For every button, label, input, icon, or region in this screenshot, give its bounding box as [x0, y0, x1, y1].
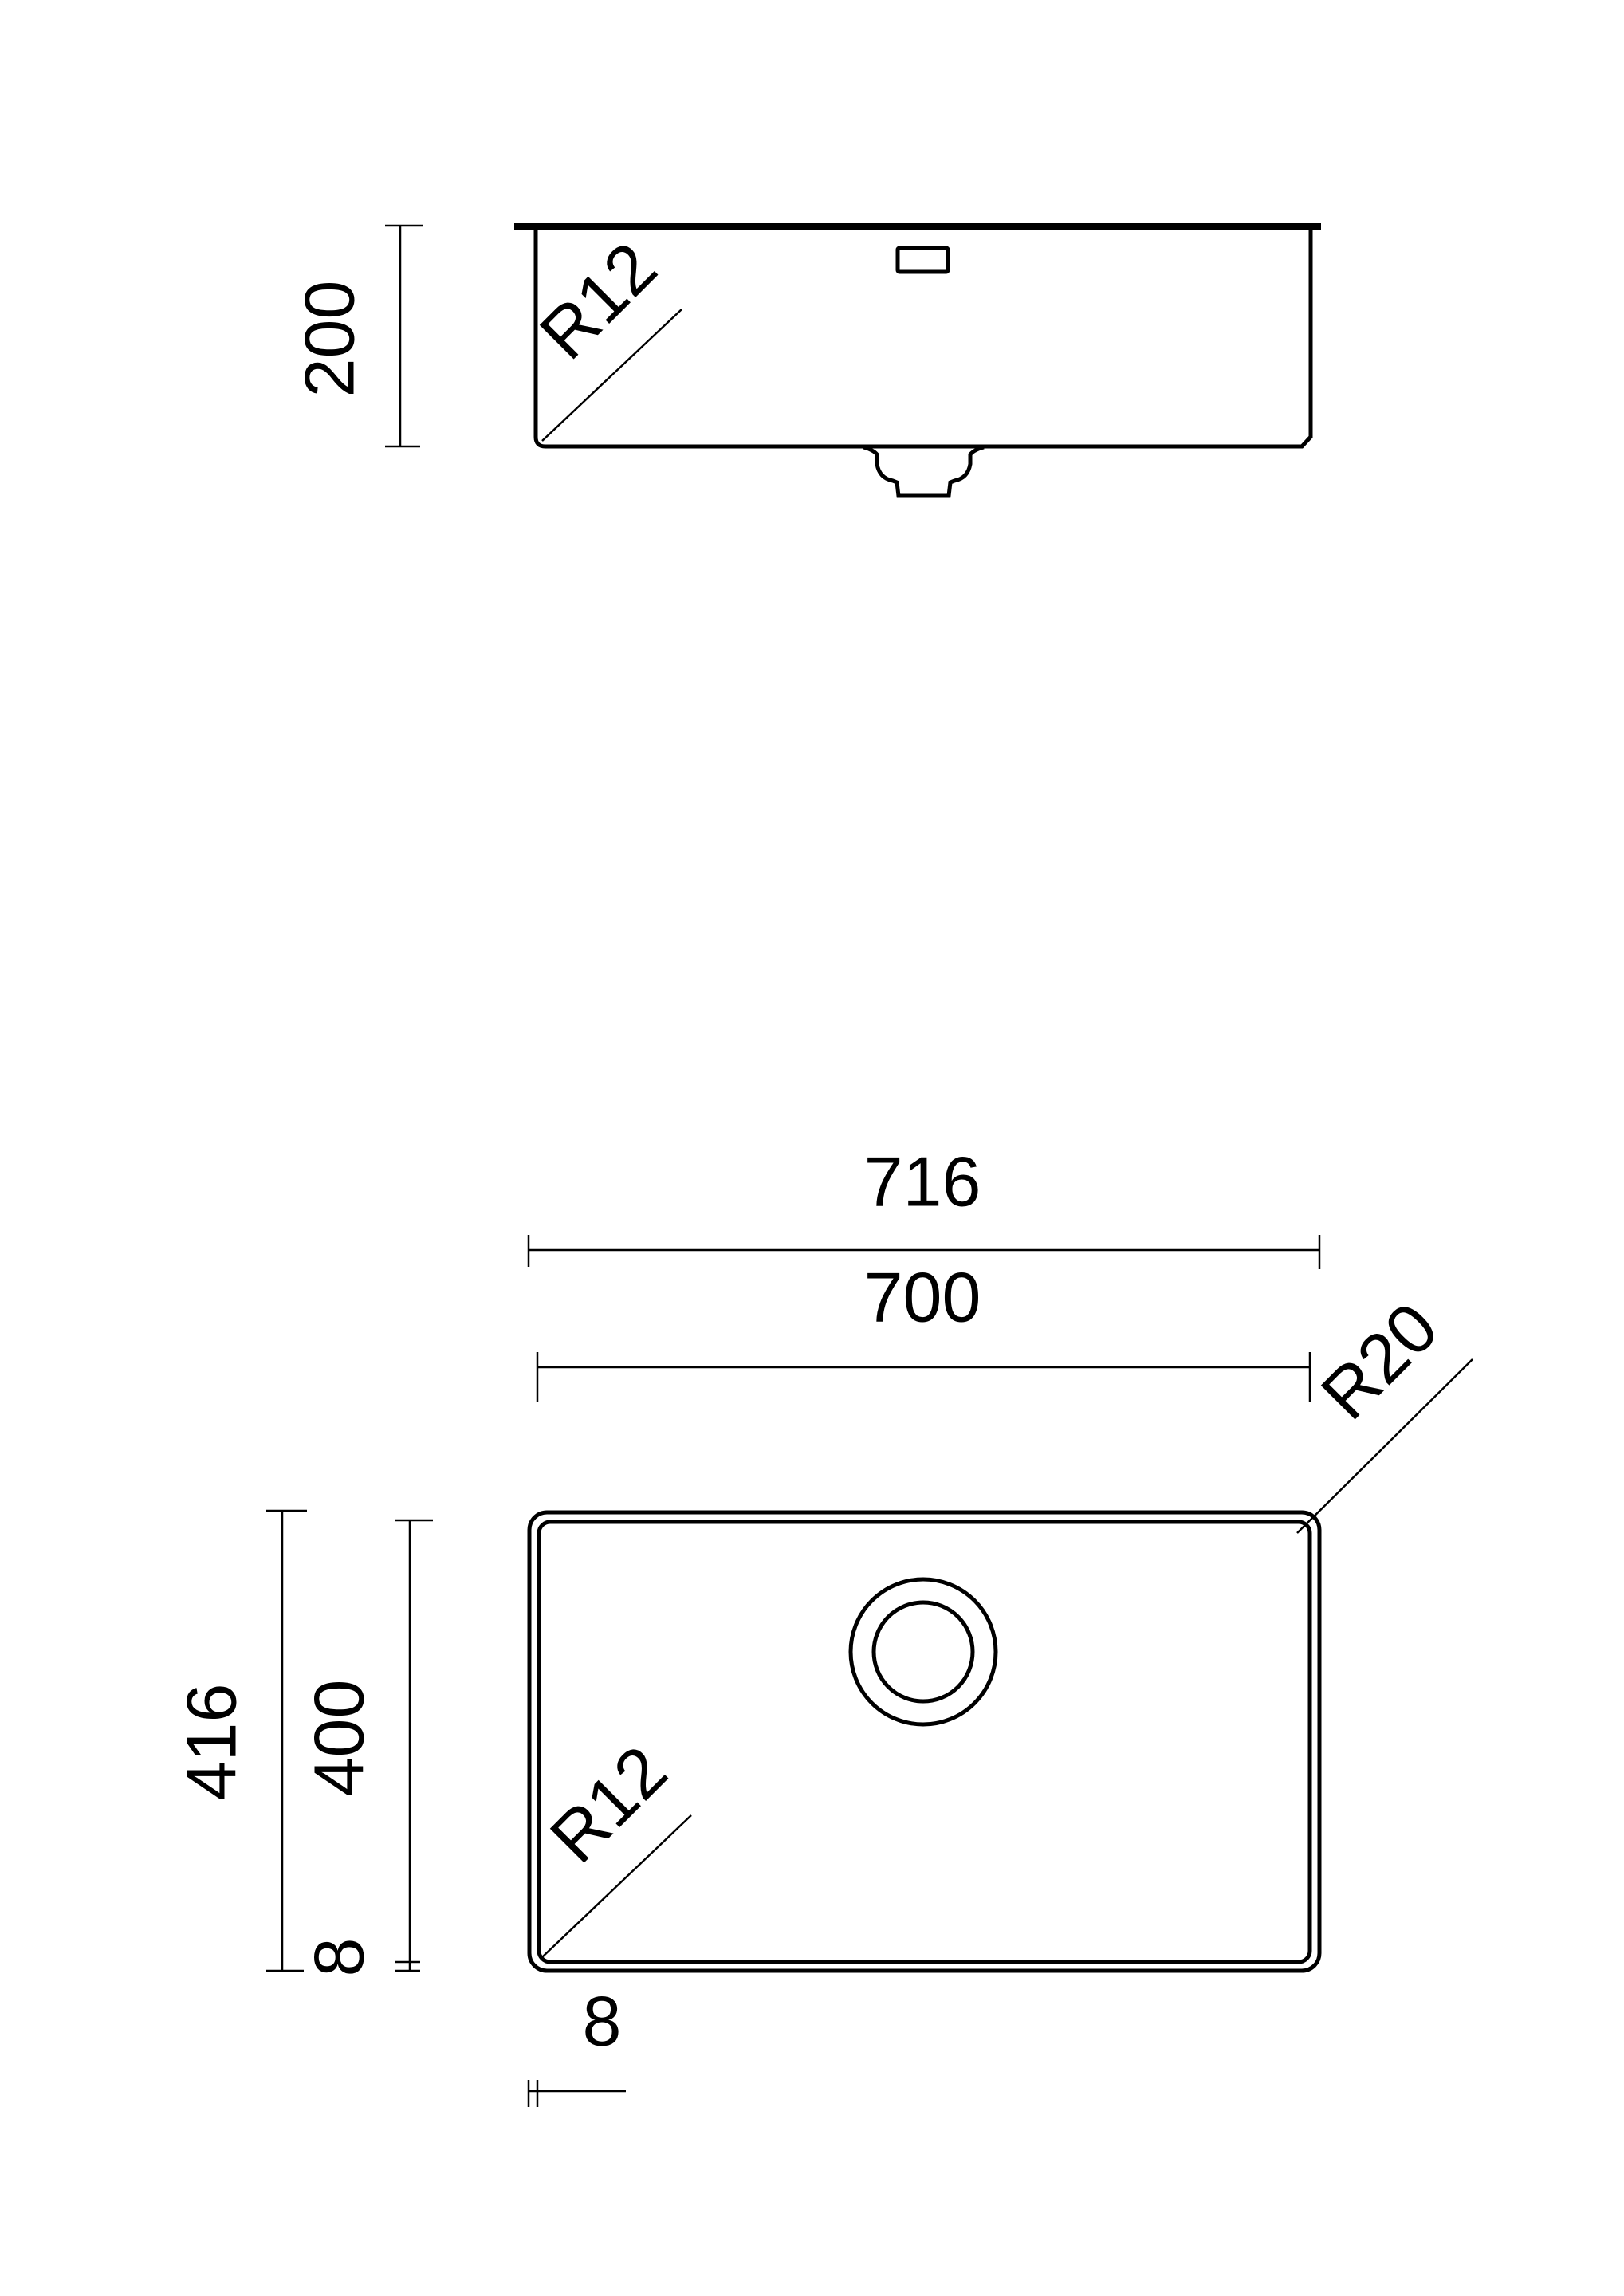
- inner-radius-annotation: R12: [535, 1731, 692, 1958]
- outer-height-label: 416: [172, 1684, 251, 1801]
- drain-inner-ring: [871, 1600, 975, 1704]
- outer-width-dimension: 716: [527, 1142, 1321, 1269]
- inner-height-label: 400: [300, 1680, 379, 1797]
- inner-radius-label: R12: [535, 1731, 682, 1877]
- height-label: 200: [290, 281, 369, 398]
- drain-outer-ring: [848, 1577, 998, 1727]
- rim-horizontal-label: 8: [583, 1982, 622, 2061]
- inner-width-label: 700: [864, 1258, 981, 1337]
- top-view: 716 700 416 400 8: [172, 1142, 1473, 2107]
- sink-outline: [527, 1510, 1322, 1973]
- overflow-slot: [895, 246, 950, 274]
- drain-outlet: [863, 445, 985, 498]
- rim-horizontal-dimension: 8: [527, 1982, 626, 2107]
- side-radius-annotation: R12: [525, 227, 682, 442]
- side-view: 200 R12: [290, 223, 1321, 498]
- inner-height-dimension: 400 8: [300, 1519, 433, 1977]
- outer-radius-annotation: R20: [1296, 1288, 1473, 1534]
- outer-height-dimension: 416: [172, 1509, 307, 1972]
- height-dimension: 200: [290, 224, 423, 448]
- side-radius-label: R12: [525, 227, 671, 374]
- sink-profile: [514, 223, 1321, 498]
- outer-radius-label: R20: [1306, 1288, 1453, 1434]
- outer-rim: [527, 1510, 1322, 1973]
- inner-basin: [537, 1520, 1312, 1964]
- rim-vertical-label: 8: [300, 1938, 379, 1977]
- inner-width-dimension: 700: [536, 1258, 1311, 1402]
- outer-width-label: 716: [864, 1142, 981, 1221]
